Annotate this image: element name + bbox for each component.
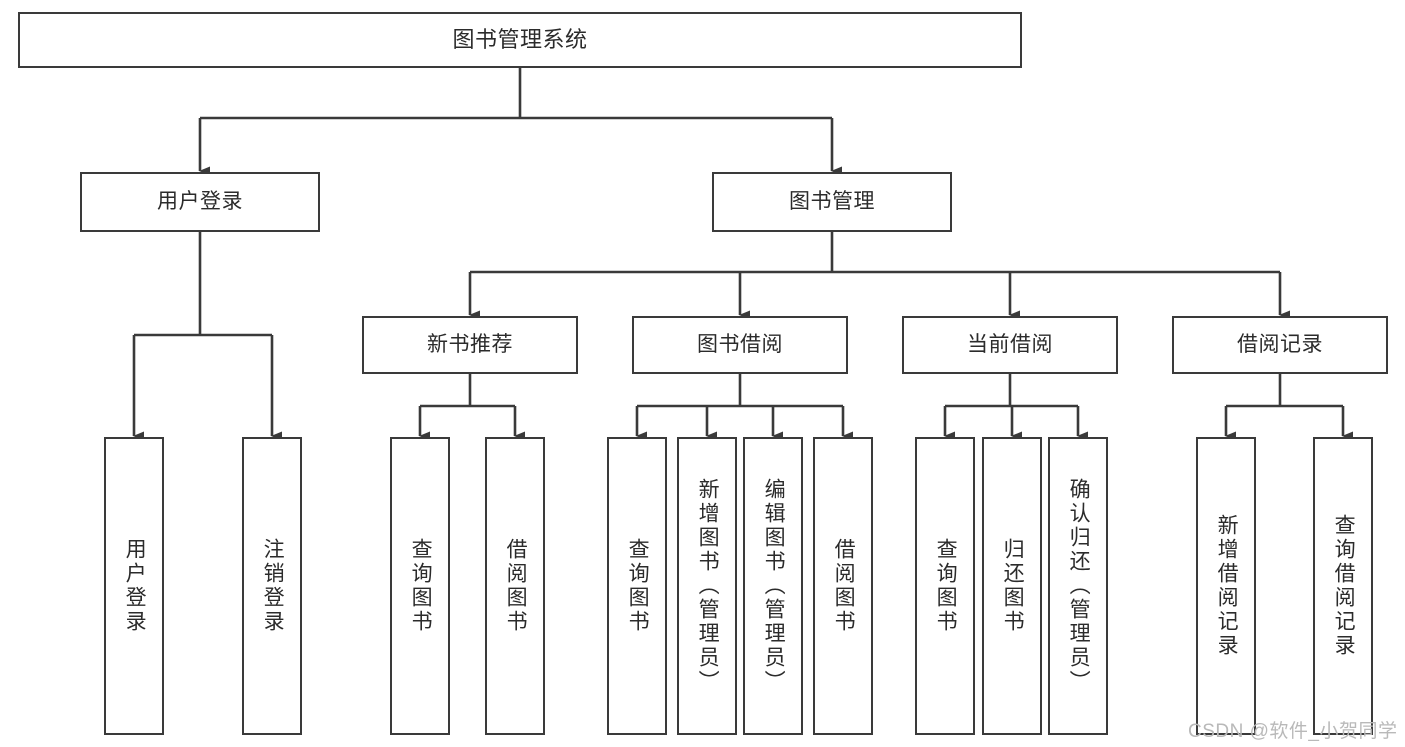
- node-label: 注销登录: [261, 538, 285, 634]
- node-records[interactable]: 借阅记录: [1172, 316, 1388, 374]
- node-label: 归还图书: [1001, 538, 1025, 634]
- node-leaf-borrow-2[interactable]: 新增图书（管理员）: [677, 437, 737, 735]
- node-label: 当前借阅: [967, 332, 1053, 356]
- node-leaf-new-2[interactable]: 借阅图书: [485, 437, 545, 735]
- node-label: 新书推荐: [427, 332, 513, 356]
- node-login[interactable]: 用户登录: [80, 172, 320, 232]
- node-label: 借阅记录: [1237, 332, 1323, 356]
- node-label: 图书管理: [789, 189, 875, 213]
- node-label: 查询图书: [934, 538, 958, 634]
- node-label: 查询图书: [626, 538, 650, 634]
- node-label: 图书借阅: [697, 332, 783, 356]
- node-label: 确认归还（管理员）: [1067, 478, 1091, 694]
- node-label: 新增借阅记录: [1215, 514, 1239, 658]
- node-leaf-cur-3[interactable]: 确认归还（管理员）: [1048, 437, 1108, 735]
- node-leaf-borrow-1[interactable]: 查询图书: [607, 437, 667, 735]
- node-label: 查询借阅记录: [1332, 514, 1356, 658]
- node-newbook[interactable]: 新书推荐: [362, 316, 578, 374]
- node-leaf-new-1[interactable]: 查询图书: [390, 437, 450, 735]
- node-leaf-rec-2[interactable]: 查询借阅记录: [1313, 437, 1373, 735]
- node-label: 编辑图书（管理员）: [762, 478, 786, 694]
- node-leaf-rec-1[interactable]: 新增借阅记录: [1196, 437, 1256, 735]
- node-current[interactable]: 当前借阅: [902, 316, 1118, 374]
- node-leaf-borrow-4[interactable]: 借阅图书: [813, 437, 873, 735]
- node-leaf-borrow-3[interactable]: 编辑图书（管理员）: [743, 437, 803, 735]
- node-leaf-login-1[interactable]: 用户登录: [104, 437, 164, 735]
- node-label: 借阅图书: [832, 538, 856, 634]
- node-root[interactable]: 图书管理系统: [18, 12, 1022, 68]
- node-label: 查询图书: [409, 538, 433, 634]
- node-leaf-login-2[interactable]: 注销登录: [242, 437, 302, 735]
- node-label: 用户登录: [157, 189, 243, 213]
- node-leaf-cur-2[interactable]: 归还图书: [982, 437, 1042, 735]
- node-borrow[interactable]: 图书借阅: [632, 316, 848, 374]
- node-label: 借阅图书: [504, 538, 528, 634]
- node-label: 新增图书（管理员）: [696, 478, 720, 694]
- node-leaf-cur-1[interactable]: 查询图书: [915, 437, 975, 735]
- node-bookmgmt[interactable]: 图书管理: [712, 172, 952, 232]
- node-label: 图书管理系统: [452, 27, 588, 53]
- node-label: 用户登录: [123, 538, 147, 634]
